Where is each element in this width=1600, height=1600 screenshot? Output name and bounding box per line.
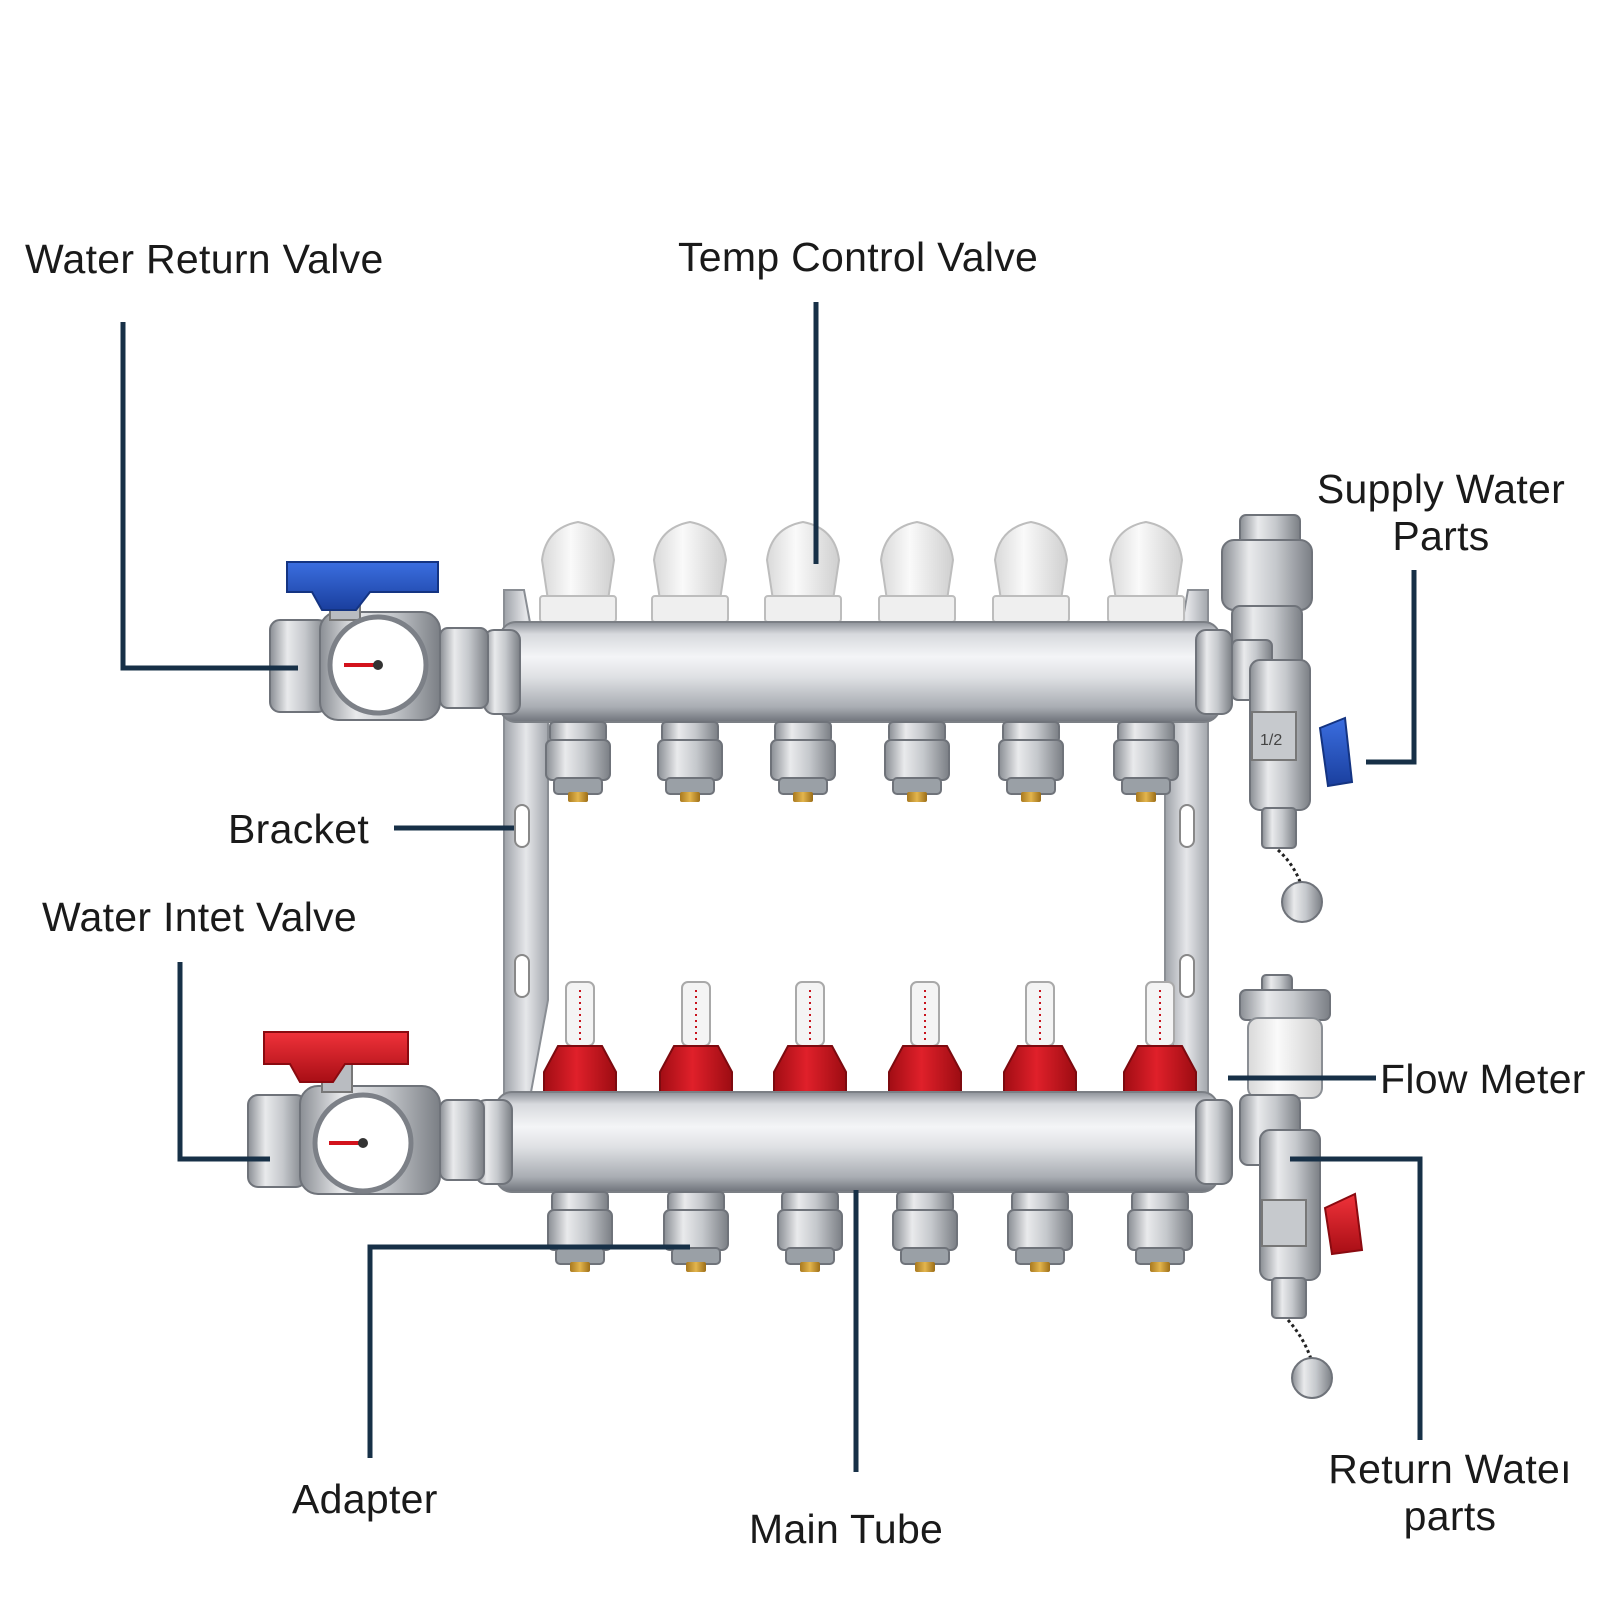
upper-main-tube — [483, 621, 1233, 723]
flow-meter-5 — [1003, 981, 1077, 1095]
leader-adapter — [367, 1244, 690, 1458]
supply-water-parts-art: 1/2 — [1221, 514, 1354, 923]
label-water-inlet-valve: Water Intet Valve — [42, 894, 358, 940]
lower-main-tube — [475, 1091, 1233, 1193]
label-adapter: Adapter — [292, 1476, 438, 1522]
temp-control-cap-3 — [764, 520, 842, 623]
label-main-tube: Main Tube — [749, 1506, 944, 1552]
upper-adapter-1 — [545, 721, 611, 802]
flow-meter-2 — [659, 981, 733, 1095]
water-return-valve-art — [269, 561, 489, 721]
lower-adapter-5 — [1007, 1191, 1073, 1272]
lower-adapter-3 — [777, 1191, 843, 1272]
leader-water-inlet-valve — [177, 962, 270, 1162]
leader-water-return-valve — [120, 322, 298, 671]
label-temp-control-valve: Temp Control Valve — [678, 234, 1039, 280]
upper-adapters — [545, 721, 1179, 802]
water-inlet-valve-art — [247, 1031, 485, 1195]
leader-return-water-parts — [1290, 1156, 1423, 1440]
label-flow-meter: Flow Meter — [1380, 1056, 1586, 1102]
flow-meter-1 — [543, 981, 617, 1095]
upper-adapter-5 — [998, 721, 1064, 802]
lower-adapters — [547, 1191, 1193, 1272]
label-return-water-parts: Return Wateı parts — [1328, 1446, 1572, 1540]
flow-meter-6 — [1123, 981, 1197, 1095]
label-supply-water-parts: Supply Water Parts — [1316, 466, 1566, 560]
temp-control-cap-6 — [1107, 520, 1185, 623]
lower-adapter-2 — [663, 1191, 729, 1272]
upper-adapter-3 — [770, 721, 836, 802]
lower-adapter-6 — [1127, 1191, 1193, 1272]
label-water-return-valve: Water Return Valve — [25, 236, 384, 282]
flow-meters-art — [543, 981, 1197, 1095]
temp-control-caps — [539, 520, 1185, 623]
flow-meter-3 — [773, 981, 847, 1095]
temp-control-cap-2 — [651, 520, 729, 623]
lower-adapter-4 — [892, 1191, 958, 1272]
upper-adapter-6 — [1113, 721, 1179, 802]
return-water-parts-art — [1239, 974, 1364, 1399]
temp-control-cap-1 — [539, 520, 617, 623]
temp-control-cap-4 — [878, 520, 956, 623]
svg-text:1/2: 1/2 — [1260, 732, 1282, 749]
upper-adapter-2 — [657, 721, 723, 802]
label-bracket: Bracket — [228, 806, 370, 852]
upper-adapter-4 — [884, 721, 950, 802]
lower-adapter-1 — [547, 1191, 613, 1272]
leader-supply-water-parts — [1366, 570, 1417, 765]
temp-control-cap-5 — [992, 520, 1070, 623]
flow-meter-4 — [888, 981, 962, 1095]
